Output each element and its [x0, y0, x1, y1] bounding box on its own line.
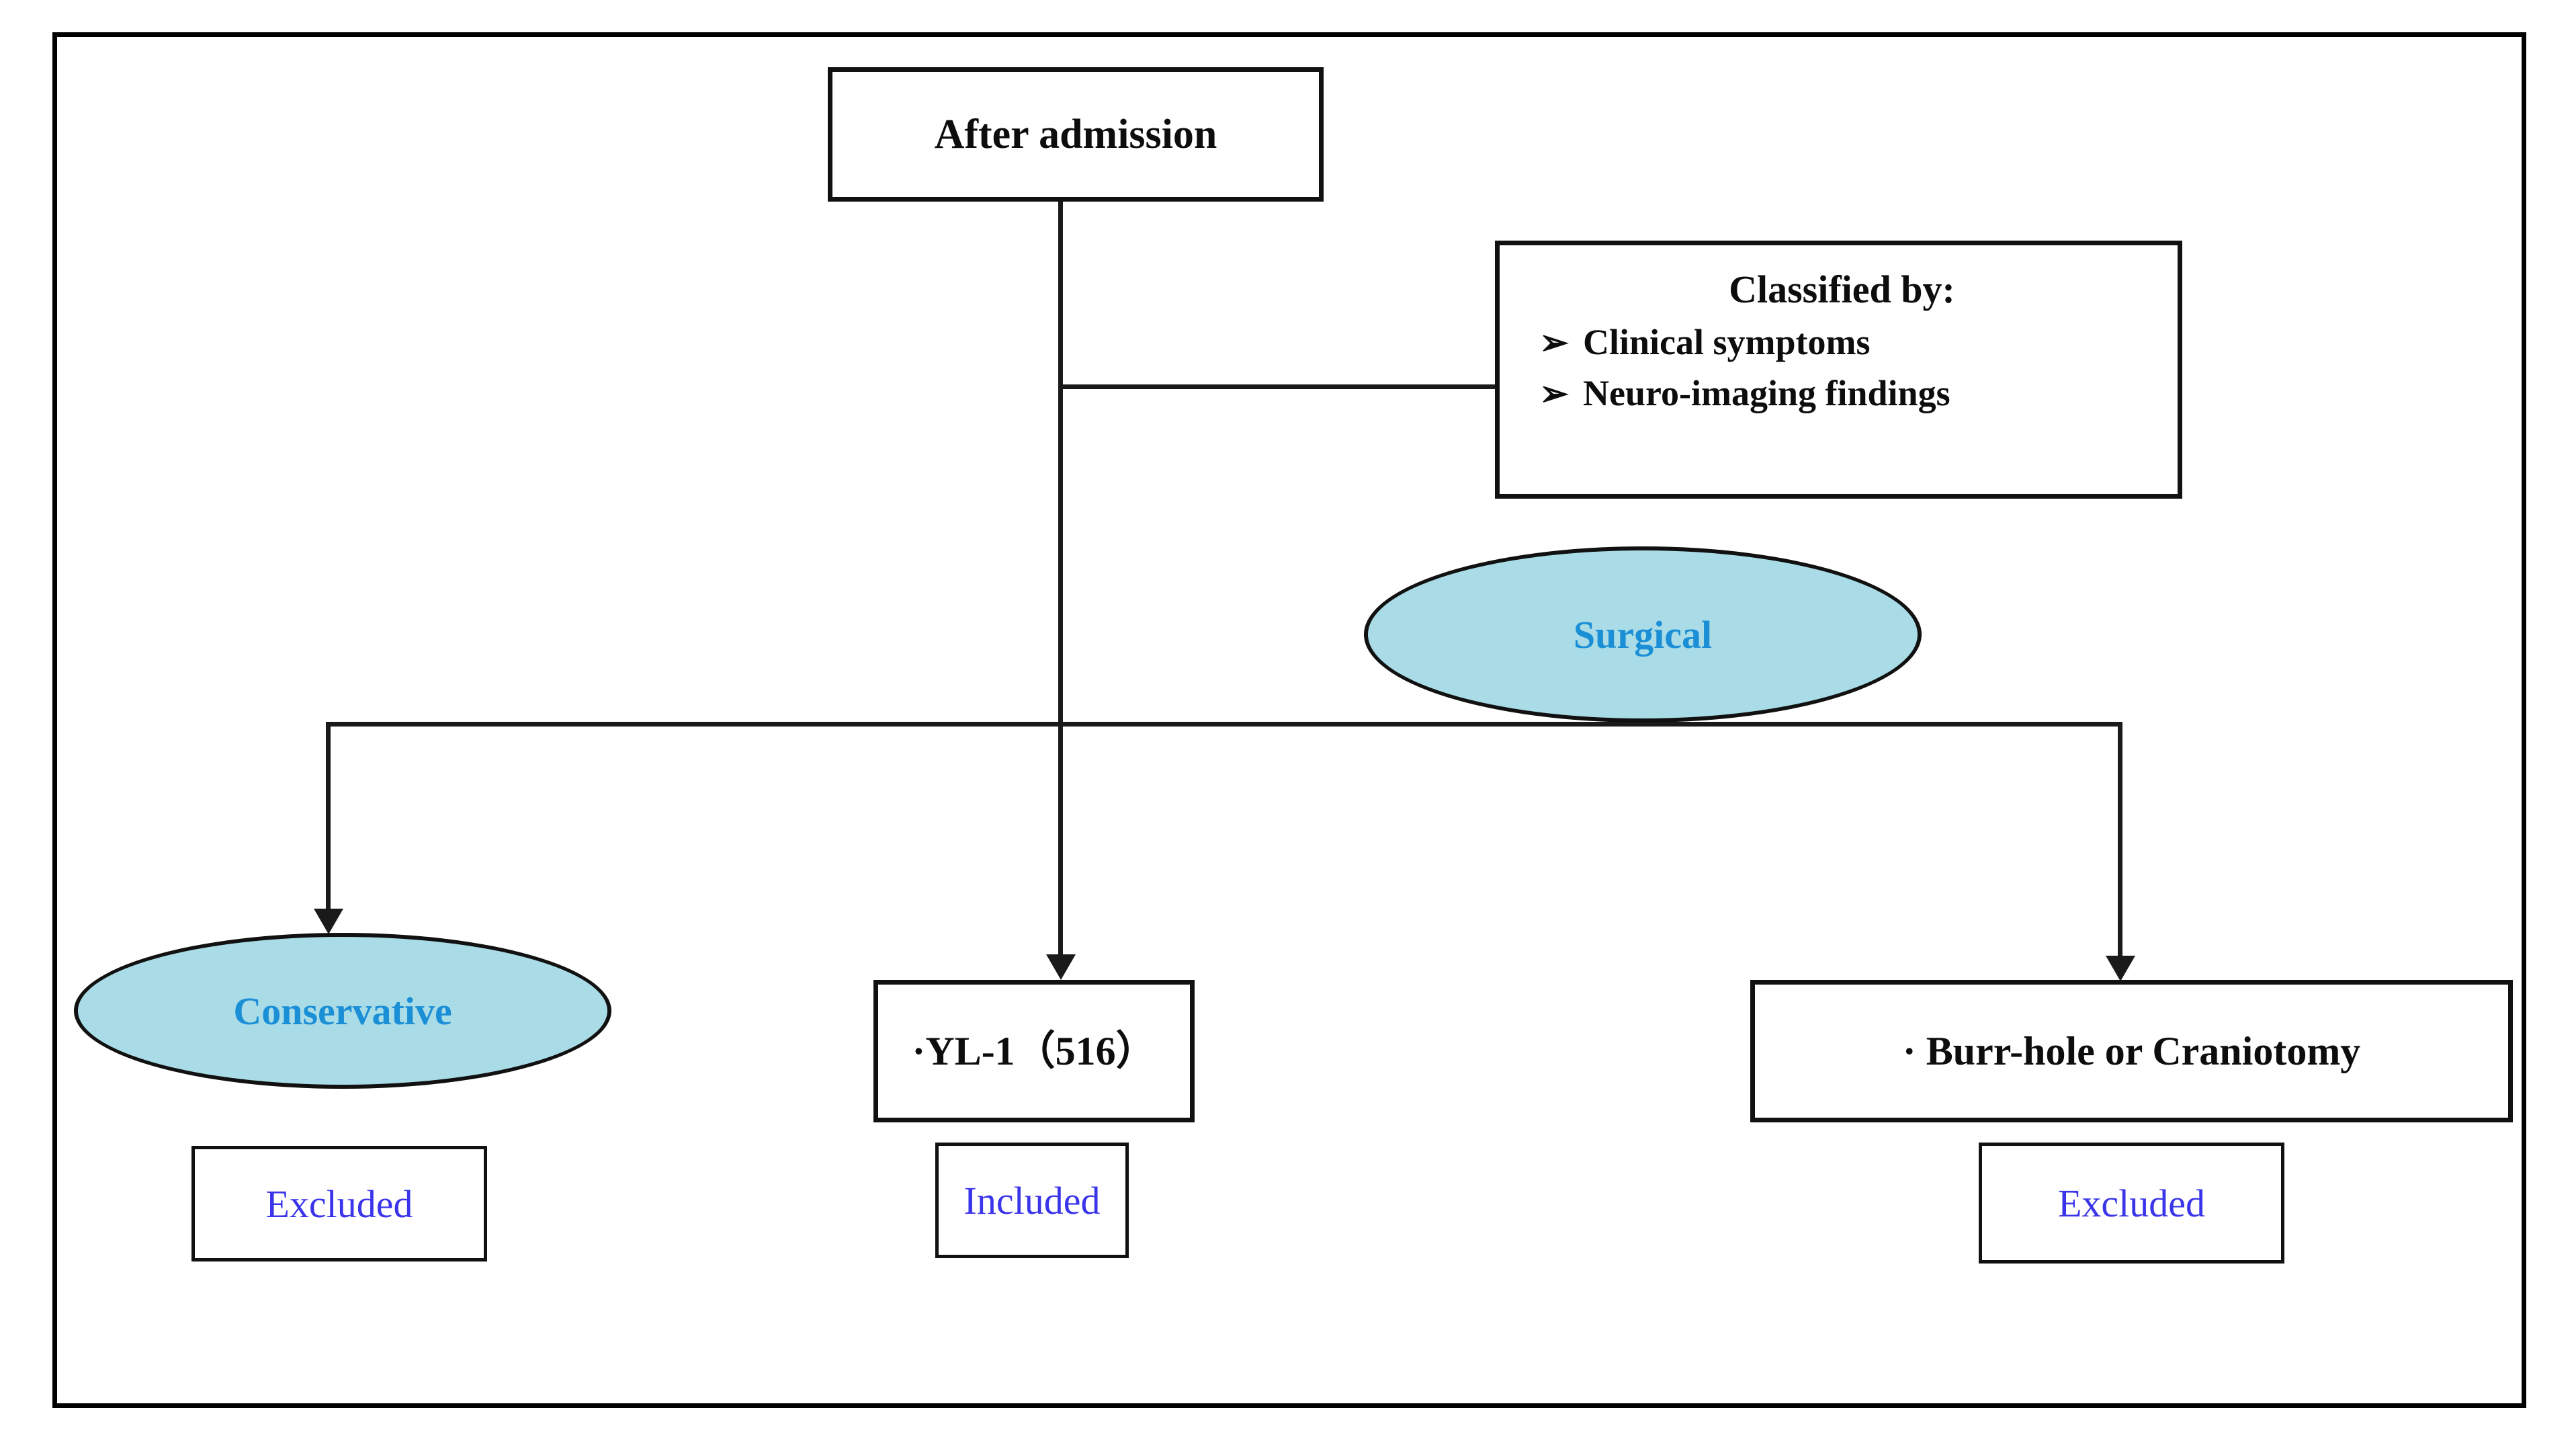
classified-by-title: Classified by:	[1729, 267, 1955, 311]
arrow-bullet-icon: ➢	[1539, 375, 1569, 413]
node-conservative: Conservative	[74, 933, 611, 1089]
outcome-conservative-excluded: Excluded	[191, 1146, 487, 1261]
outcome-label: Included	[963, 1178, 1101, 1223]
node-classified-by: Classified by: ➢ Clinical symptoms ➢ Neu…	[1495, 241, 2182, 499]
diagram-frame	[52, 32, 2526, 1408]
arrow-bullet-icon: ➢	[1539, 324, 1569, 362]
node-surgical: Surgical	[1364, 546, 1922, 722]
outcome-yl1-included: Included	[935, 1143, 1129, 1258]
node-conservative-label: Conservative	[233, 989, 452, 1033]
classified-by-item-label: Neuro-imaging findings	[1583, 373, 1950, 413]
classified-by-item-clinical-symptoms: ➢ Clinical symptoms	[1525, 321, 2157, 363]
node-after-admission: After admission	[828, 67, 1324, 202]
connector-drop-burr-hole	[2118, 722, 2122, 956]
node-burr-hole-craniotomy: · Burr-hole or Craniotomy	[1750, 980, 2513, 1122]
outcome-label: Excluded	[2057, 1181, 2206, 1225]
node-after-admission-label: After admission	[934, 111, 1217, 157]
arrowhead-to-conservative	[314, 909, 343, 934]
outcome-burr-hole-excluded: Excluded	[1979, 1143, 2284, 1264]
outcome-label: Excluded	[265, 1182, 413, 1226]
classified-by-list: ➢ Clinical symptoms ➢ Neuro-imaging find…	[1522, 321, 2157, 414]
connector-after-admission-stem	[1058, 202, 1063, 954]
node-yl1: ·YL-1（516）	[873, 980, 1195, 1122]
node-yl1-label: ·YL-1（516）	[912, 1029, 1156, 1073]
node-surgical-label: Surgical	[1573, 612, 1713, 657]
connector-drop-conservative	[326, 722, 331, 909]
arrowhead-to-yl1	[1046, 954, 1076, 980]
classified-by-item-neuro-imaging-findings: ➢ Neuro-imaging findings	[1525, 372, 2157, 414]
arrowhead-to-burr-hole	[2106, 956, 2135, 981]
connector-to-classified-box	[1058, 384, 1497, 389]
node-burr-hole-craniotomy-label: · Burr-hole or Craniotomy	[1902, 1029, 2361, 1073]
connector-distribution-bar	[326, 722, 2122, 727]
classified-by-item-label: Clinical symptoms	[1583, 322, 1871, 362]
